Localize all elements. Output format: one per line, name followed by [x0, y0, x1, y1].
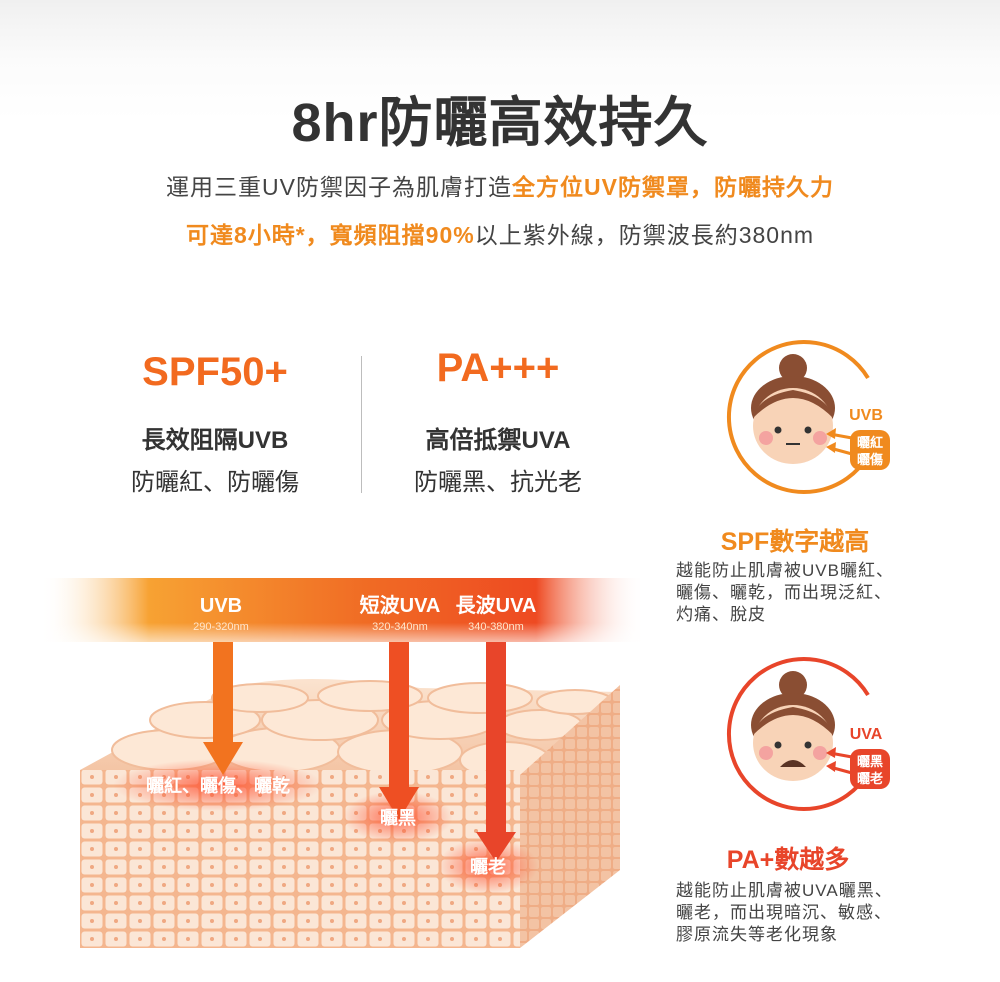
- band-label-uvb: UVB: [200, 595, 242, 617]
- side-uva-line-1: 越能防止肌膚被UVA曬黑、: [676, 881, 893, 900]
- spf-sub-1: 長效阻隔UVB: [141, 427, 289, 454]
- pa-sub-1: 高倍抵禦UVA: [425, 427, 571, 454]
- side-uva-line-3: 膠原流失等老化現象: [676, 925, 838, 944]
- intro-line-1: 運用三重UV防禦因子為肌膚打造全方位UV防禦罩，防曬持久力: [0, 168, 1000, 202]
- face-uvb-illustration: UVB 曬紅 曬傷: [726, 340, 890, 494]
- arrow-short-uva: [379, 642, 419, 820]
- skin-label-short-uva: 曬黑: [380, 808, 416, 828]
- face-uva-tag: UVA: [850, 726, 883, 743]
- side-uvb-text: 越能防止肌膚被UVB曬紅、 曬傷、曬乾，而出現泛紅、 灼痛、脫皮: [676, 560, 926, 626]
- skin-illustration: UVB 290-320nm 短波UVA 320-340nm 長波UVA 340-…: [40, 578, 645, 948]
- face-uva-bubble: [850, 749, 890, 789]
- band-range-short-uva: 320-340nm: [372, 621, 428, 633]
- side-uvb-title: SPF數字越高: [720, 528, 870, 556]
- side-uva-line-2: 曬老，而出現暗沉、敏感、: [676, 903, 892, 922]
- band-label-short-uva: 短波UVA: [360, 593, 441, 617]
- band-label-long-uva: 長波UVA: [456, 594, 537, 617]
- side-uva-text: 越能防止肌膚被UVA曬黑、 曬老，而出現暗沉、敏感、 膠原流失等老化現象: [676, 880, 926, 946]
- face-uvb-bubble-2: 曬傷: [857, 452, 883, 467]
- pa-sub-2: 防曬黑、抗光老: [414, 469, 582, 496]
- side-uvb-line-2: 曬傷、曬乾，而出現泛紅、: [676, 583, 892, 602]
- side-uvb-line-1: 越能防止肌膚被UVB曬紅、: [676, 561, 894, 580]
- band-range-long-uva: 340-380nm: [468, 621, 524, 633]
- arrow-long-uva: [476, 642, 516, 862]
- face-uvb-bubble-1: 曬紅: [857, 435, 883, 450]
- side-uva-title: PA+數越多: [726, 846, 850, 874]
- face-uva-bubble-2: 曬老: [857, 771, 883, 786]
- face-uva-illustration: UVA 曬黑 曬老: [726, 657, 890, 811]
- intro-line-2: 可達8小時*，寬頻阻擋90%以上紫外線，防禦波長約380nm: [0, 216, 1000, 250]
- intro-highlight: 全方位UV防禦罩，防曬持久力: [512, 174, 834, 200]
- face-uvb-bubble: [850, 430, 890, 470]
- skin-side-face: [520, 685, 620, 948]
- face-uva-bubble-1: 曬黑: [857, 754, 883, 769]
- skin-label-long-uva: 曬老: [470, 856, 506, 877]
- face-uvb-tag: UVB: [849, 407, 883, 424]
- intro-text: 以上紫外線，防禦波長約380nm: [474, 222, 815, 248]
- spf-heading: SPF50+: [142, 350, 288, 394]
- band-range-uvb: 290-320nm: [193, 621, 249, 633]
- side-uvb-line-3: 灼痛、脫皮: [676, 605, 766, 624]
- page-title: 8hr防曬高效持久: [291, 93, 709, 153]
- divider: [361, 356, 362, 493]
- intro-highlight: 可達8小時*，寬頻阻擋90%: [185, 222, 475, 248]
- intro-text: 運用三重UV防禦因子為肌膚打造: [166, 174, 512, 200]
- arrow-uvb: [203, 642, 243, 775]
- pa-heading: PA+++: [436, 346, 560, 390]
- spf-sub-2: 防曬紅、防曬傷: [131, 469, 299, 496]
- skin-label-uvb: 曬紅、曬傷、曬乾: [146, 775, 290, 796]
